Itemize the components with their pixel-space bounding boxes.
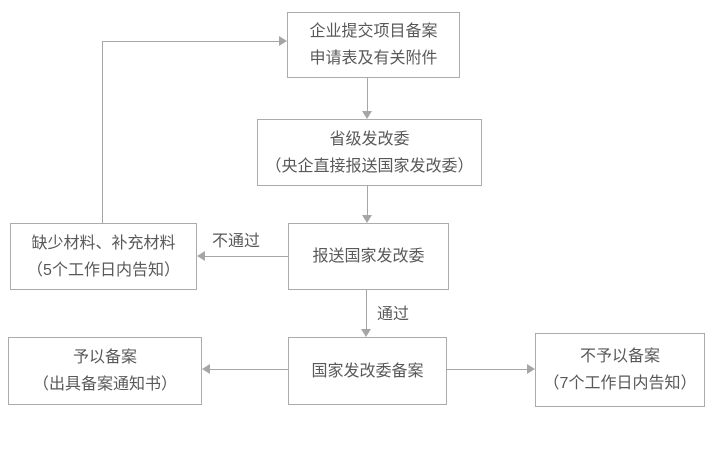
connector-report-to-ndrc [366, 290, 367, 329]
arrowhead-right-icon [527, 364, 535, 374]
arrowhead-down-icon [361, 329, 371, 337]
node-missing-line2: （5个工作日内告知） [27, 261, 180, 279]
node-submit: 企业提交项目备案 申请表及有关附件 [287, 12, 460, 78]
node-ndrc-filing: 国家发改委备案 [288, 337, 447, 405]
node-provincial-line1: 省级发改委 [329, 130, 410, 148]
node-submit-line2: 申请表及有关附件 [309, 50, 438, 67]
node-provincial-line2: （央企直接报送国家发改委） [265, 157, 474, 175]
node-report: 报送国家发改委 [288, 223, 449, 290]
arrowhead-right-icon [279, 36, 287, 46]
connector-submit-to-provincial [367, 78, 368, 111]
edge-label-pass: 通过 [377, 300, 410, 324]
connector-ndrc-to-denied [447, 369, 527, 370]
node-report-line1: 报送国家发改委 [312, 248, 425, 265]
arrowhead-down-icon [362, 111, 372, 119]
arrowhead-down-icon [362, 215, 372, 223]
arrowhead-left-icon [197, 251, 205, 261]
edge-label-fail: 不通过 [212, 227, 261, 251]
node-missing-line1: 缺少材料、补充材料 [31, 234, 176, 252]
node-provincial: 省级发改委 （央企直接报送国家发改委） [257, 119, 482, 186]
connector-provincial-to-report [367, 186, 368, 215]
node-ndrc-line1: 国家发改委备案 [311, 362, 424, 380]
arrowhead-left-icon [202, 364, 210, 374]
node-denied-line2: （7个工作日内告知） [543, 375, 697, 392]
node-granted-line2: （出具备案通知书） [32, 376, 177, 393]
node-filing-granted: 予以备案 （出具备案通知书） [8, 337, 202, 405]
node-denied-line1: 不予以备案 [579, 348, 660, 365]
connector-missing-feedback-vertical [102, 41, 103, 223]
connector-ndrc-to-granted [210, 369, 288, 370]
node-missing-materials: 缺少材料、补充材料 （5个工作日内告知） [10, 223, 197, 290]
node-granted-line1: 予以备案 [72, 349, 137, 366]
node-filing-denied: 不予以备案 （7个工作日内告知） [535, 333, 705, 407]
connector-missing-feedback-horizontal [102, 41, 279, 42]
connector-report-to-missing [205, 256, 288, 257]
node-submit-line1: 企业提交项目备案 [309, 23, 438, 40]
